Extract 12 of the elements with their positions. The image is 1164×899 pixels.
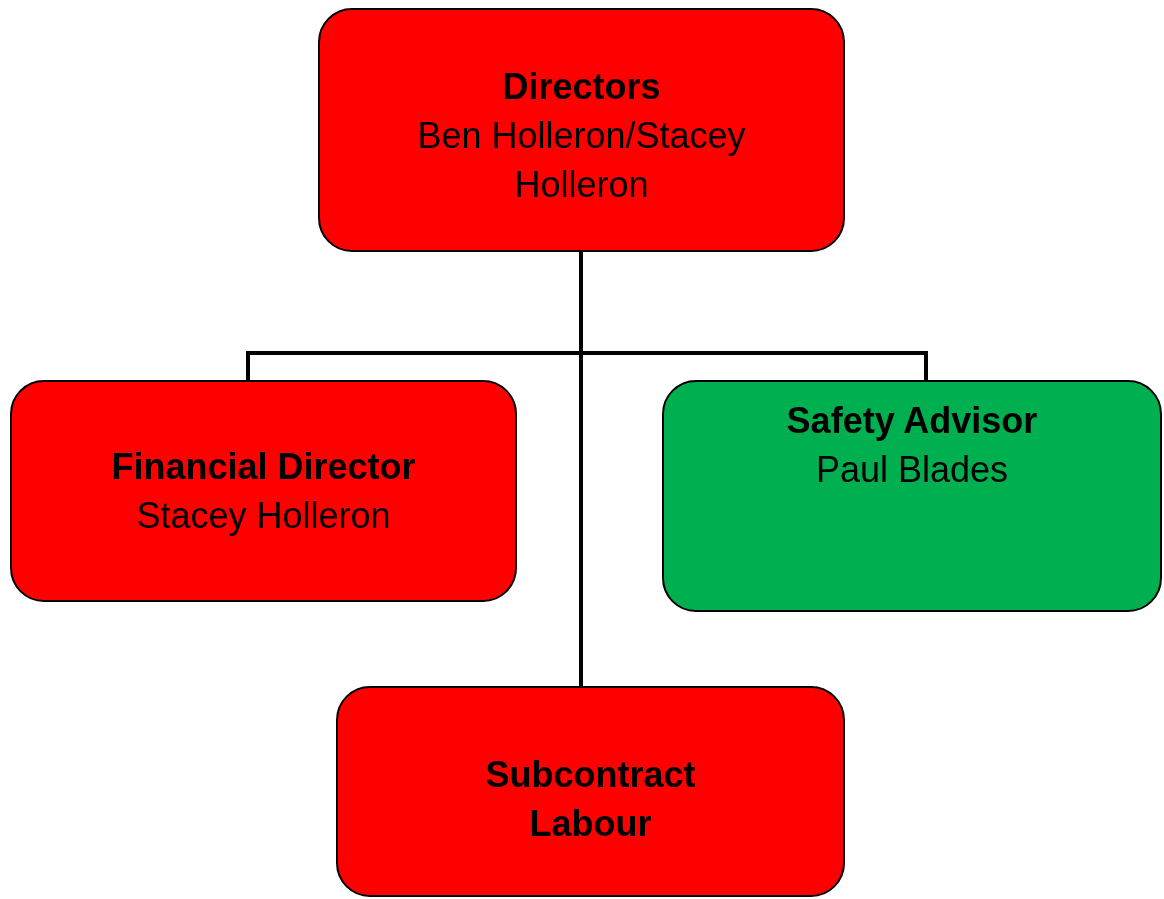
role-title: Directors bbox=[502, 65, 661, 109]
role-title: Subcontract Labour bbox=[484, 753, 697, 846]
person-name: Stacey Holleron bbox=[136, 494, 391, 538]
org-box bbox=[662, 380, 1162, 612]
org-box bbox=[10, 380, 517, 602]
person-name: Paul Blades bbox=[815, 448, 1009, 492]
person-name: Ben Holleron/Stacey Holleron bbox=[416, 114, 747, 207]
org-box bbox=[318, 8, 845, 252]
role-title: Financial Director bbox=[111, 445, 416, 489]
connector-line bbox=[579, 252, 583, 686]
role-title: Safety Advisor bbox=[786, 399, 1038, 443]
org-box bbox=[336, 686, 845, 897]
